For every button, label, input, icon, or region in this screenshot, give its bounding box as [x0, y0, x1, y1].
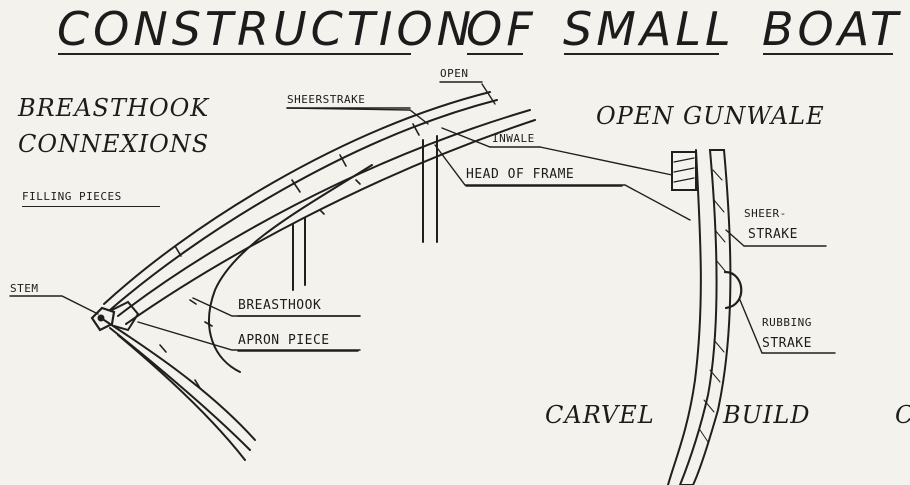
heading-carvel: CARVEL — [545, 401, 655, 429]
title-underline-3 — [564, 53, 719, 55]
head-of-frame-leader — [434, 144, 691, 221]
label-sheer-line1: SHEER- — [744, 207, 787, 220]
title-underline-2 — [467, 53, 523, 55]
inwale-to-section — [539, 146, 673, 176]
inwale-hatch — [673, 157, 695, 183]
label-open: OPEN — [440, 67, 469, 80]
apron-curve — [208, 164, 373, 373]
stem-rivet — [97, 314, 105, 322]
sheerstrake-hatch — [699, 169, 727, 443]
label-sheer-line2: STRAKE — [748, 227, 798, 242]
hull-lower-line-1 — [103, 319, 256, 441]
inwale-section — [671, 151, 697, 191]
heading-cut-letter: C — [895, 403, 910, 427]
label-inwale: INWALE — [492, 132, 535, 145]
sheerstrake-outer-line — [103, 91, 491, 305]
label-underlines — [237, 185, 623, 352]
breasthook-block — [111, 300, 140, 332]
breasthook-leader — [192, 297, 361, 317]
rubbing-leader — [739, 299, 763, 354]
fastening-ticks — [159, 123, 420, 389]
heading-connexions: CONNEXIONS — [18, 130, 210, 158]
leader-lines-right — [539, 146, 836, 354]
sheerstrake-inner-line — [109, 99, 498, 311]
heading-breasthook: BREASTHOOK — [18, 94, 210, 122]
label-filling-pieces: FILLING PIECES — [22, 190, 122, 203]
inwale-inner-line — [125, 119, 536, 325]
label-head-of-frame: HEAD OF FRAME — [466, 167, 575, 182]
title-word-small: SMALL — [563, 2, 735, 56]
label-rubbing-line1: RUBBING — [762, 316, 812, 329]
filling-pieces-underline — [22, 206, 160, 207]
label-stem: STEM — [10, 282, 39, 295]
title-word-boat: BOAT — [762, 2, 902, 56]
label-breasthook: BREASTHOOK — [238, 298, 322, 313]
title-word-construction: CONSTRUCTION — [57, 2, 476, 56]
heading-build: BUILD — [723, 401, 811, 429]
label-sheerstrake: SHEERSTRAKE — [287, 93, 366, 106]
inwale-leader — [441, 127, 541, 148]
rubbing-strake-section — [723, 270, 743, 310]
title-underline-1 — [58, 53, 411, 55]
title-word-of: OF — [466, 2, 537, 56]
sheer-leader — [725, 229, 745, 247]
open-leader — [481, 83, 496, 105]
hull-lower-line-3 — [117, 334, 246, 461]
leader-lines-left — [9, 81, 691, 351]
sheerstrake-section — [678, 149, 732, 485]
sheerstrake-leader — [286, 107, 429, 125]
title-underline-4 — [763, 53, 893, 55]
stem-leader — [9, 295, 99, 315]
heading-open-gunwale: OPEN GUNWALE — [596, 102, 825, 130]
label-apron-piece: APRON PIECE — [238, 333, 330, 348]
label-rubbing-line2: STRAKE — [762, 336, 812, 351]
inwale-outer-line — [117, 109, 531, 317]
apron-leader — [137, 321, 361, 351]
stem-piece — [90, 306, 116, 332]
frame-curve-right — [667, 149, 702, 485]
